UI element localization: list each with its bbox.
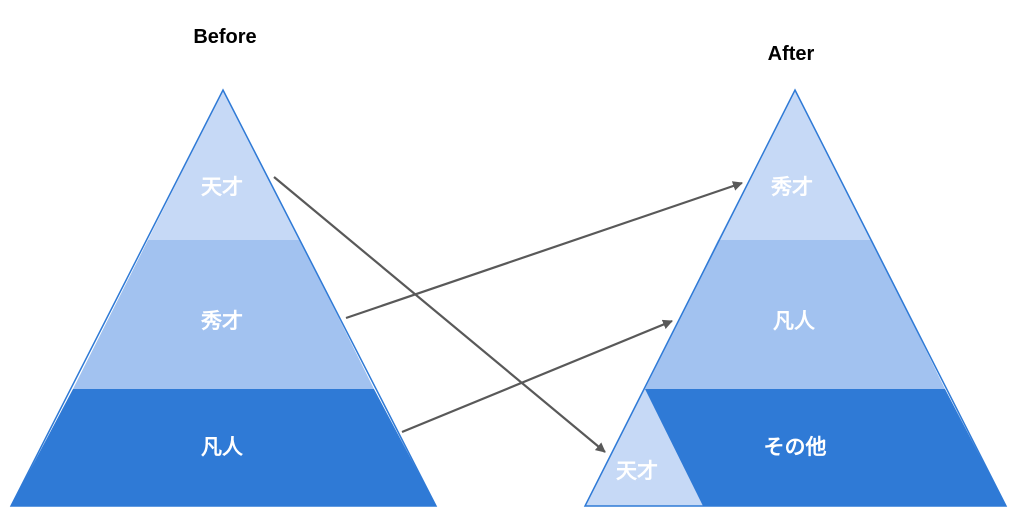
transition-arrows	[273, 176, 743, 453]
before-label-middle: 秀才	[200, 309, 243, 333]
before-label-top: 天才	[201, 175, 243, 199]
before-pyramid: Before 天才 秀才 凡人	[9, 26, 438, 507]
after-tier-bottom-shape	[585, 389, 1006, 506]
before-tier-top-shape	[148, 90, 300, 240]
before-label-bottom: 凡人	[201, 435, 243, 459]
after-tier-side-shape	[585, 389, 703, 506]
arrow-ordinary-to-middle	[401, 319, 673, 434]
before-title: Before	[193, 26, 256, 48]
arrow-talent-to-top	[345, 181, 743, 320]
after-title: After	[768, 43, 815, 65]
after-label-top: 秀才	[770, 175, 813, 199]
after-pyramid-outline	[583, 88, 1008, 507]
after-tier-middle-shape	[645, 240, 945, 389]
before-tier-middle-shape	[73, 240, 374, 389]
after-label-middle: 凡人	[773, 309, 815, 333]
arrow-genius-to-side	[273, 176, 606, 453]
before-pyramid-outline	[9, 88, 438, 507]
after-label-side: 天才	[616, 459, 658, 483]
after-pyramid: After 秀才 凡人 その他 天才	[583, 43, 1008, 507]
after-label-bottom: その他	[764, 435, 827, 459]
after-tier-top-shape	[718, 90, 872, 240]
before-tier-bottom-shape	[11, 389, 436, 506]
